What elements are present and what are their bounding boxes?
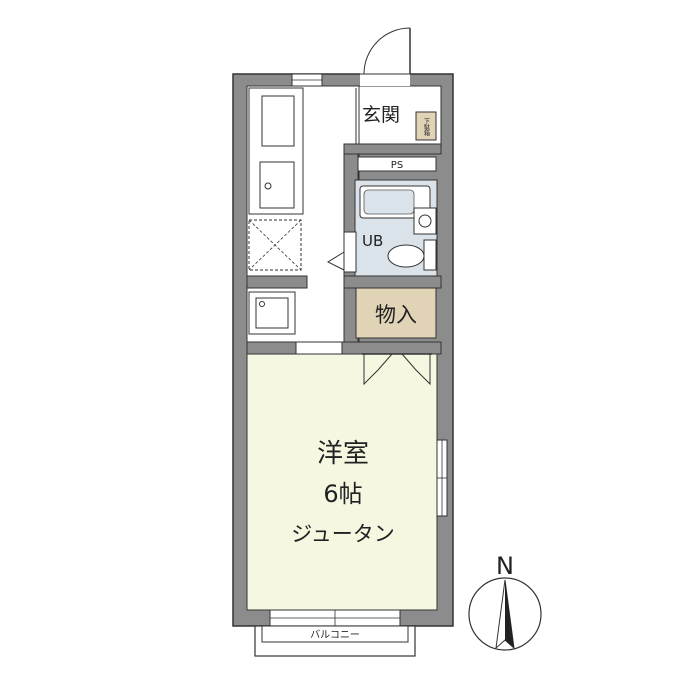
pipe-space-label: PS: [391, 160, 403, 171]
unit-bath-label: UB: [362, 232, 383, 250]
pipe-space: [357, 156, 437, 172]
north-compass: N: [468, 552, 542, 651]
western-room-label: 洋室: [317, 439, 369, 469]
western-room-area: [246, 353, 438, 611]
balcony-rail: [261, 625, 409, 643]
room-top-wall: [246, 341, 442, 355]
bath-bottom-wall: [343, 275, 442, 289]
washer-pan: [255, 297, 289, 329]
fridge-cross-2: [248, 219, 302, 271]
toilet-tank: [423, 239, 437, 271]
toilet: [387, 244, 425, 268]
sink-drain-icon: [264, 182, 272, 190]
bathtub-inner: [363, 189, 415, 215]
washbasin: [413, 207, 437, 235]
partition-wall-top: [343, 143, 442, 155]
storage-room: [355, 287, 437, 339]
bath-door-swing: [326, 251, 345, 271]
kitchen-sink: [259, 161, 295, 209]
shoe-box: [415, 111, 437, 141]
storage-label: 物入: [375, 303, 417, 327]
entrance-door-swing: [363, 27, 411, 75]
entrance-label: 玄関: [362, 104, 400, 126]
compass-arrow-fill: [505, 580, 514, 648]
room-size-label: 6帖: [323, 480, 362, 508]
flooring-label: ジュータン: [291, 522, 395, 546]
entrance-door-gap: [360, 72, 410, 86]
bath-door-frame: [343, 231, 357, 273]
shoe-box-label: 下駄箱: [423, 118, 430, 137]
balcony-label: バルコニー: [310, 629, 360, 641]
compass-label: N: [496, 552, 514, 580]
laundry-wall: [246, 275, 308, 289]
kitchen-shelf: [261, 95, 295, 147]
storage-door-right: [401, 353, 431, 386]
washer-drain-icon: [259, 301, 265, 307]
faucet-icon: [418, 214, 432, 228]
storage-door-left: [363, 353, 393, 386]
room-doorway: [295, 341, 343, 355]
